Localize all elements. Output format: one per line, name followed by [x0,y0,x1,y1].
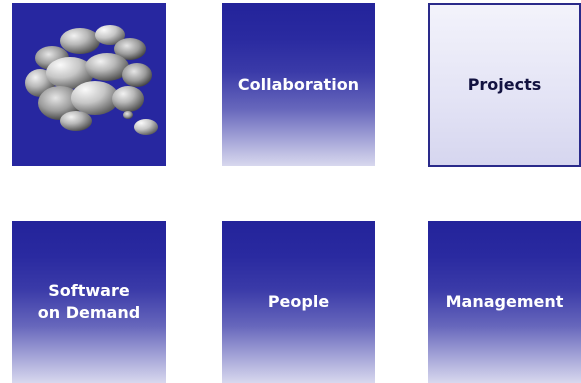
collaboration-label: Collaboration [237,74,360,94]
software-on-demand-label: Software on Demand [37,281,141,322]
people-label: People [267,292,330,311]
projects-label: Projects [467,75,542,94]
pebbles-image-tile[interactable] [12,3,166,166]
management-label: Management [445,292,564,311]
management-tile[interactable]: Management [428,221,581,383]
software-on-demand-tile[interactable]: Software on Demand [12,221,166,383]
people-tile[interactable]: People [222,221,375,383]
projects-tile[interactable]: Projects [428,3,581,167]
collaboration-tile[interactable]: Collaboration [222,3,375,166]
pebbles-icon [12,3,166,166]
